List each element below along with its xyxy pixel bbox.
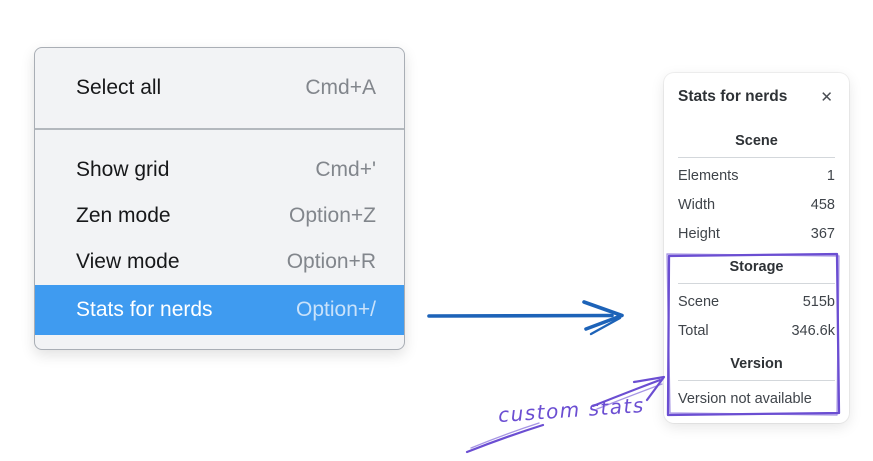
menu-item-label: Stats for nerds <box>76 298 213 321</box>
menu-divider <box>35 128 404 130</box>
stat-label: Total <box>678 322 709 339</box>
annotation-label: custom stats <box>497 392 646 428</box>
section-heading-version: Version <box>730 356 783 372</box>
menu-item-stats-for-nerds[interactable]: Stats for nerds Option+/ <box>35 285 404 335</box>
stat-label: Scene <box>678 293 720 310</box>
context-menu-group-bottom: Show grid Cmd+' Zen mode Option+Z View m… <box>35 130 404 349</box>
menu-item-select-all[interactable]: Select all Cmd+A <box>35 65 404 111</box>
section-heading-scene: Scene <box>735 133 778 149</box>
context-menu: Select all Cmd+A Show grid Cmd+' Zen mod… <box>34 47 405 350</box>
menu-item-show-grid[interactable]: Show grid Cmd+' <box>35 147 404 193</box>
stat-row: Scene 515b <box>678 287 835 316</box>
menu-item-shortcut: Cmd+A <box>305 76 376 99</box>
version-note: Version not available <box>678 390 812 407</box>
menu-item-label: Zen mode <box>76 204 171 227</box>
stat-value: 367 <box>810 225 835 242</box>
stats-panel: Stats for nerds ✕ Scene Elements 1 Width… <box>664 73 849 423</box>
stat-row: Elements 1 <box>678 161 835 190</box>
stat-row: Total 346.6k <box>678 316 835 345</box>
flow-arrow <box>427 300 624 336</box>
menu-item-shortcut: Option+/ <box>296 298 376 321</box>
section-divider <box>678 283 835 284</box>
menu-item-label: View mode <box>76 250 180 273</box>
menu-item-label: Select all <box>76 76 162 99</box>
menu-item-label: Show grid <box>76 158 170 181</box>
section-heading-storage: Storage <box>729 259 784 275</box>
menu-item-shortcut: Cmd+' <box>315 158 376 181</box>
stat-value: 1 <box>826 167 835 184</box>
stat-row: Width 458 <box>678 190 835 219</box>
menu-item-shortcut: Option+Z <box>289 204 376 227</box>
menu-item-shortcut: Option+R <box>286 250 376 273</box>
stat-label: Height <box>678 225 720 242</box>
stat-label: Width <box>678 196 716 213</box>
stats-panel-title: Stats for nerds <box>678 88 788 105</box>
section-divider <box>678 380 835 381</box>
stat-value: 346.6k <box>791 322 835 339</box>
stat-value: 458 <box>810 196 835 213</box>
menu-item-zen-mode[interactable]: Zen mode Option+Z <box>35 193 404 239</box>
stat-row: Height 367 <box>678 219 835 248</box>
section-divider <box>678 157 835 158</box>
close-icon[interactable]: ✕ <box>820 87 833 106</box>
context-menu-group-top: Select all Cmd+A <box>35 48 404 128</box>
menu-item-view-mode[interactable]: View mode Option+R <box>35 239 404 285</box>
stats-panel-header: Stats for nerds ✕ <box>678 86 835 108</box>
stat-label: Elements <box>678 167 739 184</box>
stat-value: 515b <box>802 293 835 310</box>
